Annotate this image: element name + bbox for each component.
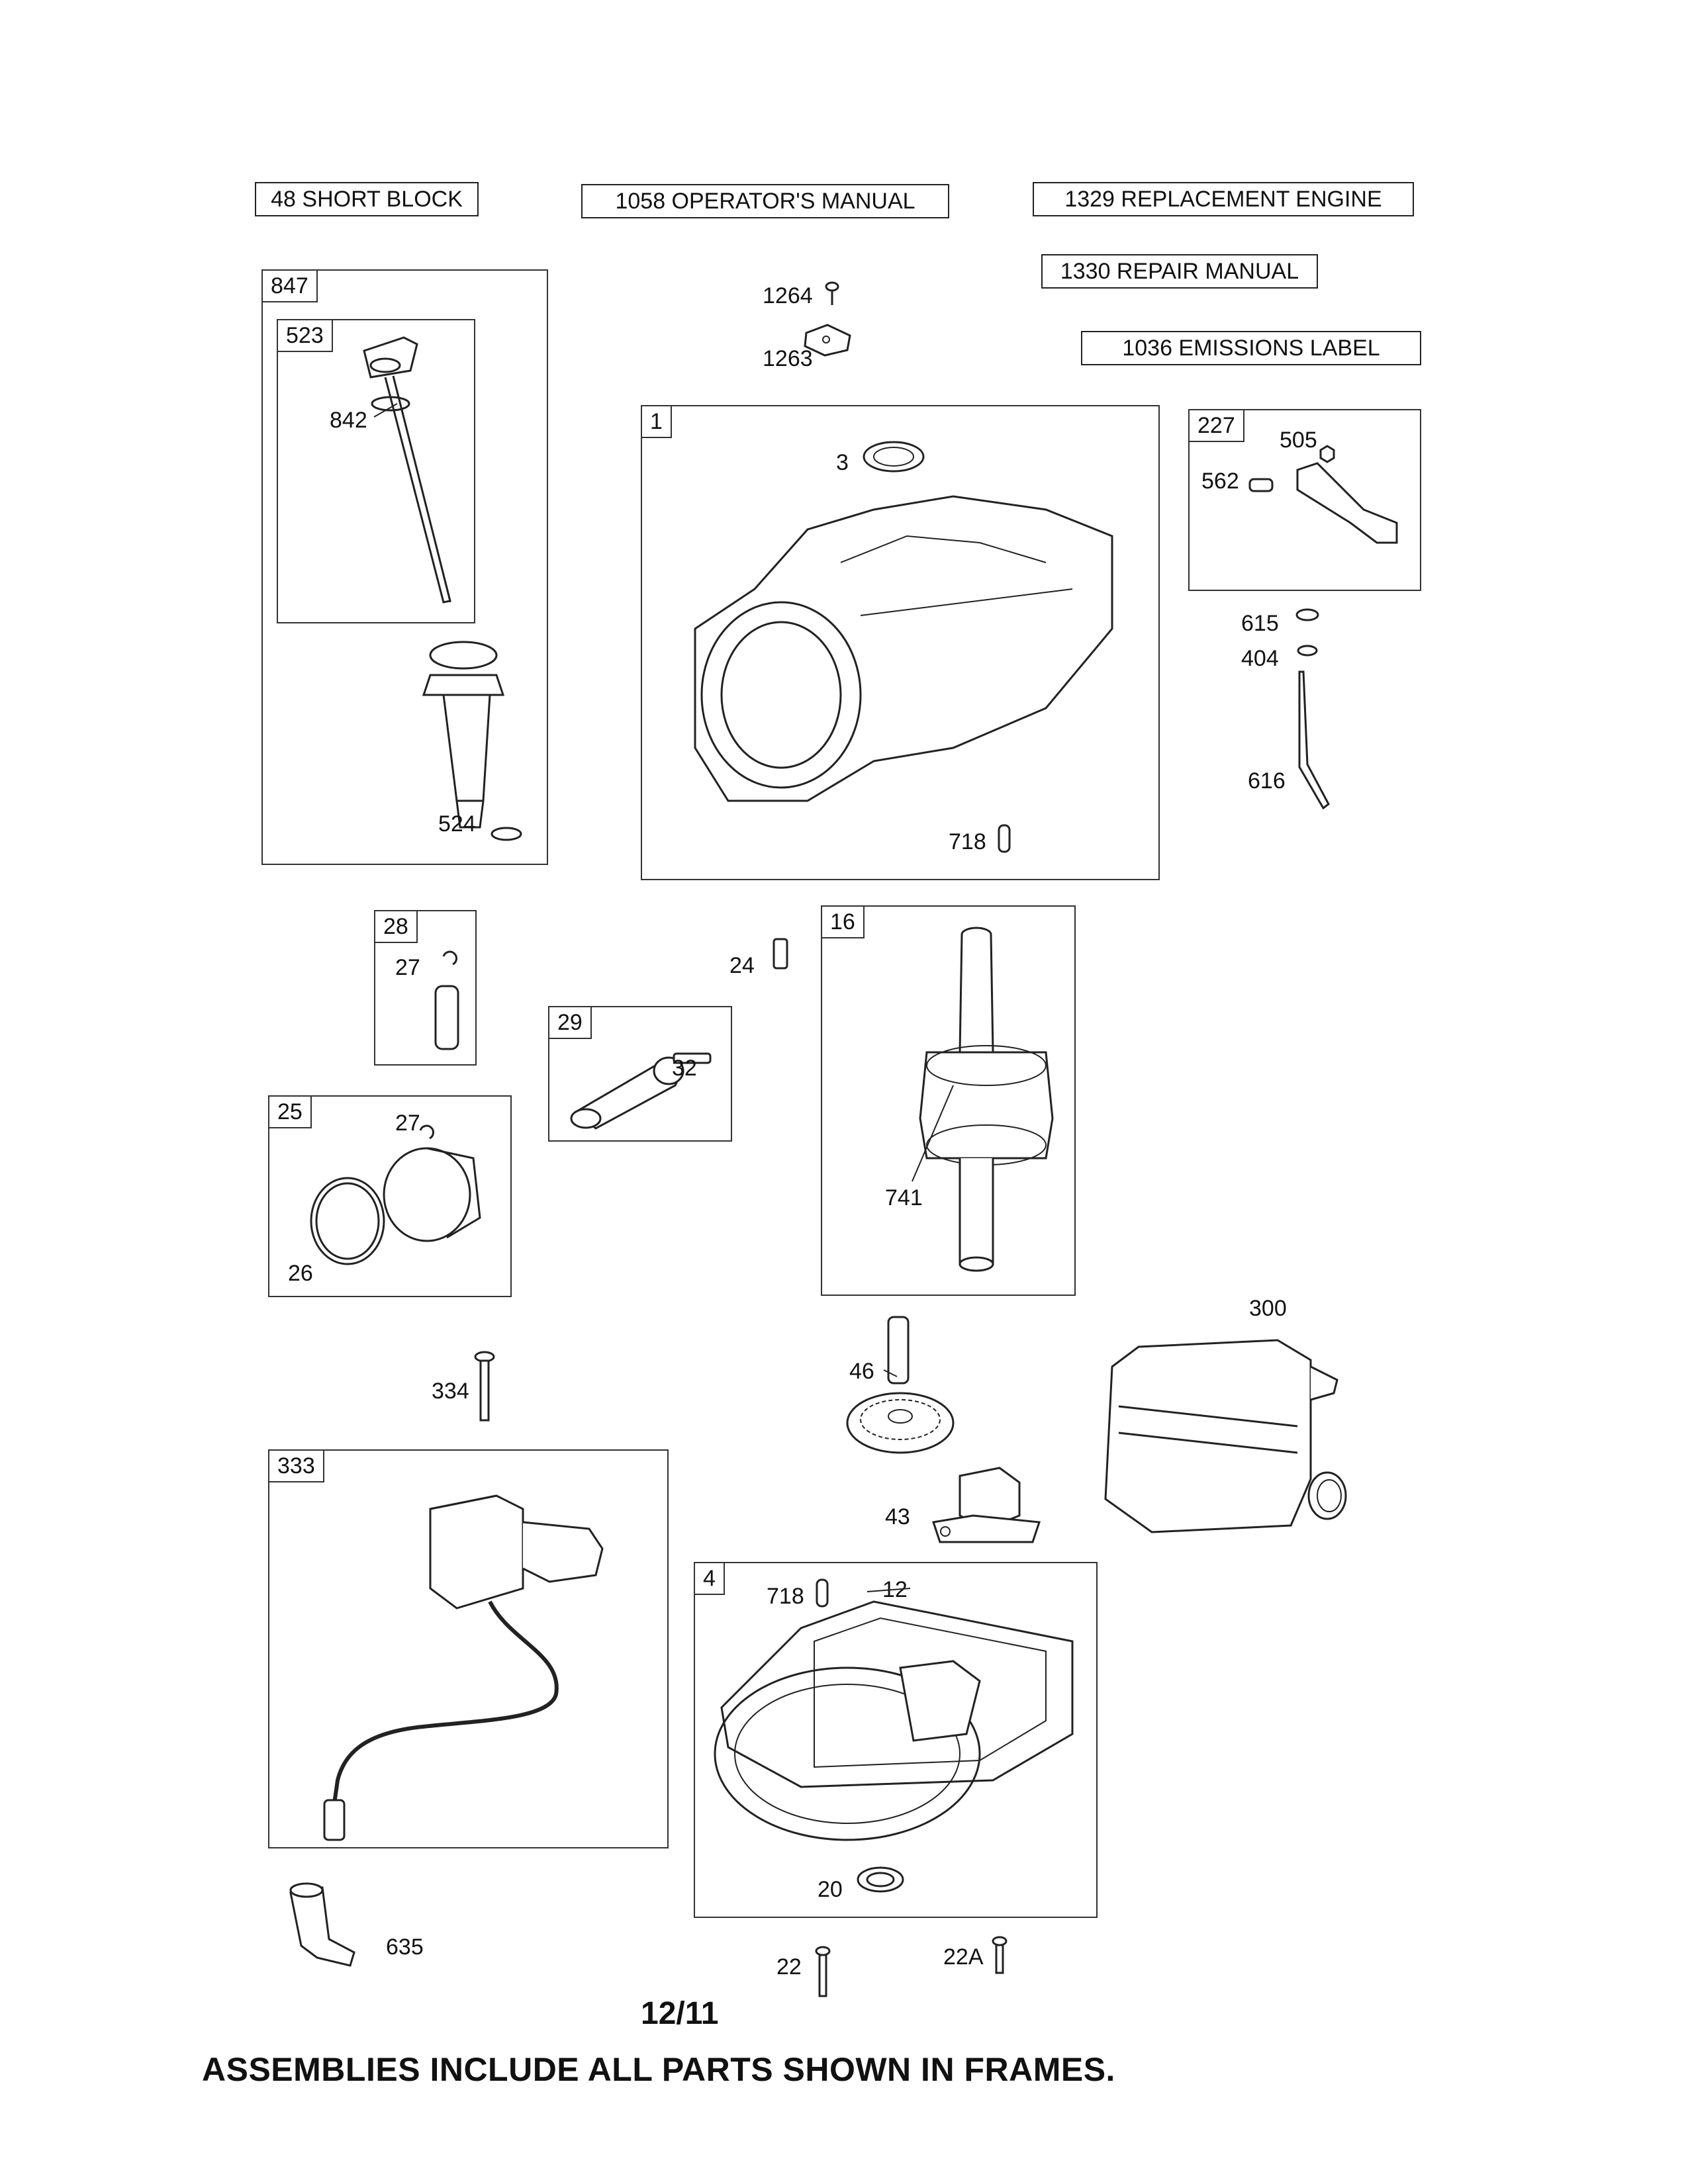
governor-lever-drawing (1248, 445, 1398, 544)
callout-524: 524 (438, 811, 476, 837)
frame-847: 847 (261, 269, 548, 865)
callout-20: 20 (818, 1877, 843, 1902)
bolt-334 (474, 1351, 495, 1422)
callout-562: 562 (1201, 469, 1239, 494)
frame-number-4: 4 (694, 1562, 725, 1595)
callout-1264: 1264 (763, 283, 813, 308)
frame-number-16: 16 (821, 905, 865, 938)
callout-635: 635 (386, 1934, 424, 1960)
callout-32: 32 (672, 1056, 697, 1081)
callout-27-b: 27 (395, 1111, 420, 1136)
crankshaft-drawing (919, 927, 1054, 1272)
spark-plug-boot-635 (289, 1882, 355, 1967)
label-short-block: 48 SHORT BLOCK (255, 182, 479, 216)
dowel-pin-718-a (998, 824, 1011, 853)
callout-842: 842 (330, 408, 367, 433)
frame-number-25: 25 (268, 1095, 312, 1128)
camshaft-drawing (846, 1316, 955, 1454)
oil-fill-tube-drawing (422, 641, 522, 841)
frame-523: 523 (277, 319, 475, 623)
governor-assembly-43-drawing (932, 1467, 1041, 1543)
muffler-drawing (1104, 1339, 1347, 1533)
oil-seal-20 (857, 1866, 904, 1893)
label-replacement-engine: 1329 REPLACEMENT ENGINE (1033, 182, 1414, 216)
bolt-22a (992, 1936, 1008, 1974)
callout-718-a: 718 (949, 829, 986, 854)
assemblies-note: ASSEMBLIES INCLUDE ALL PARTS SHOWN IN FR… (202, 2051, 1115, 2088)
cylinder-block-drawing (694, 441, 1113, 802)
frame-28: 28 (374, 910, 477, 1066)
label-emissions-label: 1036 EMISSIONS LABEL (1081, 331, 1421, 365)
crankcase-cover-drawing (714, 1600, 1074, 1841)
frame-number-29: 29 (548, 1006, 592, 1039)
revision-date: 12/11 (641, 1996, 719, 2031)
callout-300: 300 (1249, 1296, 1287, 1321)
frame-333: 333 (268, 1449, 669, 1848)
dowel-pin-718-b (816, 1578, 829, 1608)
bolt-22 (815, 1946, 831, 1997)
frame-number-1: 1 (641, 405, 672, 438)
frame-number-847: 847 (261, 269, 318, 302)
callout-26: 26 (288, 1261, 313, 1286)
connecting-rod-drawing (570, 1052, 712, 1130)
frame-25: 25 (268, 1095, 512, 1297)
callout-24: 24 (729, 953, 755, 978)
callout-22: 22 (776, 1954, 802, 1979)
frame-4: 4 (694, 1562, 1098, 1918)
bracket-1263 (804, 324, 851, 357)
label-operators-manual: 1058 OPERATOR'S MANUAL (581, 184, 949, 218)
callout-1263: 1263 (763, 346, 813, 371)
frame-number-227: 227 (1188, 409, 1244, 442)
frame-29: 29 (548, 1006, 732, 1142)
callout-616: 616 (1248, 768, 1286, 794)
callout-505: 505 (1280, 428, 1317, 453)
callout-615: 615 (1241, 611, 1279, 636)
label-repair-manual: 1330 REPAIR MANUAL (1041, 254, 1318, 289)
dipstick-drawing (363, 336, 451, 604)
callout-27-a: 27 (395, 955, 420, 980)
frame-number-333: 333 (268, 1449, 324, 1482)
frame-227: 227 (1188, 409, 1421, 591)
piston-drawing (310, 1124, 481, 1265)
callout-22a: 22A (943, 1944, 984, 1970)
screw-1264 (825, 281, 839, 305)
frame-1: 1 (641, 405, 1160, 880)
key-24 (773, 938, 788, 970)
ignition-armature-drawing (323, 1494, 604, 1841)
callout-46: 46 (849, 1359, 874, 1384)
callout-43: 43 (885, 1504, 910, 1529)
callout-404: 404 (1241, 646, 1279, 671)
frame-number-523: 523 (277, 319, 333, 352)
callout-718-b: 718 (767, 1584, 804, 1609)
callout-741: 741 (885, 1185, 923, 1210)
frame-16: 16 (821, 905, 1076, 1296)
callout-3: 3 (836, 450, 849, 475)
piston-pin-drawing (434, 950, 459, 1050)
callout-334: 334 (432, 1379, 469, 1404)
frame-number-28: 28 (374, 910, 418, 943)
governor-rod-drawing (1295, 608, 1330, 810)
